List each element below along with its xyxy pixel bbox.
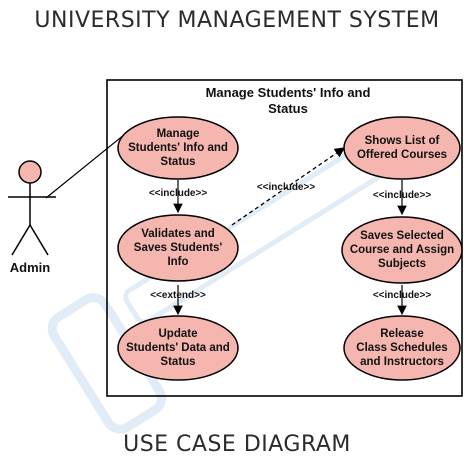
- usecase-label: Info: [167, 256, 188, 268]
- usecase-save-selected-course[interactable]: Saves Selected Course and Assign Subject…: [341, 216, 463, 284]
- usecase-label: Course and Assign: [350, 244, 454, 256]
- usecase-label: Status: [160, 156, 195, 168]
- usecase-label: Shows List of: [365, 135, 440, 147]
- usecase-show-offered-courses[interactable]: Shows List of Offered Courses: [343, 116, 461, 180]
- system-title-line2: Status: [268, 101, 308, 116]
- usecase-label: Offered Courses: [357, 149, 447, 161]
- usecase-label: Validates and: [141, 228, 215, 240]
- usecase-label: Subjects: [378, 258, 426, 270]
- usecase-label: Students' Data and: [126, 342, 230, 354]
- usecase-manage-students-info[interactable]: Manage Students' Info and Status: [117, 116, 239, 180]
- system-title-line1: Manage Students' Info and: [206, 85, 371, 100]
- usecase-label: Students' Info and: [128, 142, 228, 154]
- include-label-shows-saves: <<include>>: [373, 190, 432, 201]
- usecase-label: Release: [380, 328, 423, 340]
- actor-admin[interactable]: [8, 160, 56, 256]
- include-label-validate-shows: <<include>>: [257, 182, 316, 193]
- diagram-caption: USE CASE DIAGRAM: [123, 432, 351, 457]
- usecase-label: Update: [159, 328, 198, 340]
- usecase-label: Saves Selected: [360, 230, 444, 242]
- usecase-label: and Instructors: [360, 356, 444, 368]
- usecase-update-student-data[interactable]: Update Students' Data and Status: [117, 315, 239, 381]
- actor-label: Admin: [10, 260, 51, 275]
- usecase-label: Status: [160, 356, 195, 368]
- usecase-label: Manage: [157, 128, 200, 140]
- include-label-saves-release: <<include>>: [373, 290, 432, 301]
- include-arrow-validate-shows: [231, 147, 346, 226]
- system-boundary: [106, 79, 463, 397]
- usecase-label: Saves Students': [134, 242, 223, 254]
- include-label-manage-validate: <<include>>: [149, 188, 208, 199]
- association-line: [45, 129, 131, 199]
- usecase-validate-save-info[interactable]: Validates and Saves Students' Info: [117, 214, 239, 282]
- page-title: UNIVERSITY MANAGEMENT SYSTEM: [34, 8, 440, 33]
- usecase-release-class-schedules[interactable]: Release Class Schedules and Instructors: [343, 315, 461, 381]
- extend-label-validate-update: <<extend>>: [150, 290, 206, 301]
- usecase-label: Class Schedules: [356, 342, 447, 354]
